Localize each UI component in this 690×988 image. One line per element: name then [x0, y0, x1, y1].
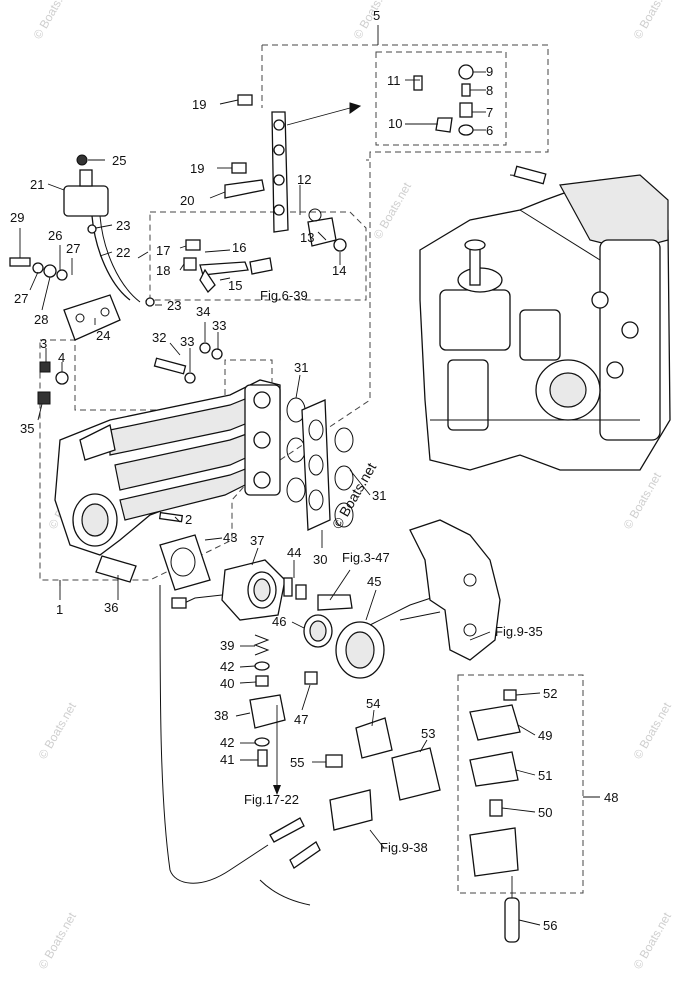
callout-53: 53 — [421, 726, 435, 741]
callout-23: 23 — [167, 298, 181, 313]
group-box-5-inner — [375, 51, 507, 146]
callout-22: 22 — [116, 245, 130, 260]
callout-41: 41 — [220, 752, 234, 767]
callout-33: 33 — [180, 334, 194, 349]
callout-37: 37 — [250, 533, 264, 548]
engine-block — [419, 165, 671, 471]
callout-20: 20 — [180, 193, 194, 208]
callout-32: 32 — [152, 330, 166, 345]
callout-31: 31 — [372, 488, 386, 503]
throttle-body — [95, 534, 441, 767]
callout-45: 45 — [367, 574, 381, 589]
figure-reference[interactable]: Fig.9-35 — [495, 624, 543, 639]
filter-assembly — [469, 689, 521, 943]
callout-51: 51 — [538, 768, 552, 783]
callout-23: 23 — [116, 218, 130, 233]
callout-42: 42 — [220, 659, 234, 674]
callout-46: 46 — [272, 614, 286, 629]
watermark-text: © Boats.net — [35, 699, 79, 761]
callout-50: 50 — [538, 805, 552, 820]
callout-38: 38 — [214, 708, 228, 723]
callout-labels: 5 19 19 20 25 21 23 22 23 29 26 27 27 28… — [10, 8, 618, 933]
callout-16: 16 — [232, 240, 246, 255]
callout-8: 8 — [486, 83, 493, 98]
callout-42: 42 — [220, 735, 234, 750]
callout-5: 5 — [373, 8, 380, 23]
callout-49: 49 — [538, 728, 552, 743]
group-box-1 — [39, 339, 273, 581]
callout-9: 9 — [486, 64, 493, 79]
sensor-assembly — [9, 154, 155, 341]
watermark-text: © Boats.net — [35, 909, 79, 971]
callout-14: 14 — [332, 263, 346, 278]
watermark-text: © Boats.net — [630, 699, 674, 761]
callout-31: 31 — [294, 360, 308, 375]
callout-21: 21 — [30, 177, 44, 192]
callout-34: 34 — [196, 304, 210, 319]
watermark-text: © Boats.net — [630, 909, 674, 971]
callout-26: 26 — [48, 228, 62, 243]
callout-29: 29 — [10, 210, 24, 225]
fasteners-left — [37, 342, 223, 523]
callout-24: 24 — [96, 328, 110, 343]
callout-48: 48 — [604, 790, 618, 805]
callout-19: 19 — [190, 161, 204, 176]
callout-13: 13 — [300, 230, 314, 245]
callout-19: 19 — [192, 97, 206, 112]
callout-7: 7 — [486, 105, 493, 120]
hoses-bottom — [159, 584, 373, 906]
figure-reference[interactable]: Fig.17-22 — [244, 792, 299, 807]
callout-52: 52 — [543, 686, 557, 701]
callout-11: 11 — [387, 73, 401, 88]
figure-reference[interactable]: Fig.9-38 — [380, 840, 428, 855]
callout-55: 55 — [290, 755, 304, 770]
callout-54: 54 — [366, 696, 380, 711]
leader-lines — [19, 25, 600, 926]
mount-bracket — [399, 519, 501, 661]
callout-27: 27 — [66, 241, 80, 256]
figure-reference[interactable]: Fig.6-39 — [260, 288, 308, 303]
callout-10: 10 — [388, 116, 402, 131]
bolt-19a — [237, 94, 253, 106]
callout-44: 44 — [287, 545, 301, 560]
callout-2: 2 — [185, 512, 192, 527]
figure-reference[interactable]: Fig.3-47 — [342, 550, 390, 565]
bracket-parts — [325, 717, 441, 801]
callout-3: 3 — [40, 336, 47, 351]
fuel-rail — [183, 64, 474, 294]
callout-43: 43 — [223, 530, 237, 545]
callout-36: 36 — [104, 600, 118, 615]
watermark-text: © Boats.net — [30, 0, 74, 41]
gaskets — [286, 397, 354, 531]
watermark-text: © Boats.net — [620, 469, 664, 531]
callout-47: 47 — [294, 712, 308, 727]
group-box-48 — [457, 674, 584, 894]
callout-25: 25 — [112, 153, 126, 168]
callout-40: 40 — [220, 676, 234, 691]
callout-12: 12 — [297, 172, 311, 187]
callout-28: 28 — [34, 312, 48, 327]
callout-17: 17 — [156, 243, 170, 258]
callout-35: 35 — [20, 421, 34, 436]
callout-27: 27 — [14, 291, 28, 306]
callout-6: 6 — [486, 123, 493, 138]
callout-39: 39 — [220, 638, 234, 653]
callout-18: 18 — [156, 263, 170, 278]
watermark-text: © Boats.net — [370, 179, 414, 241]
callout-15: 15 — [228, 278, 242, 293]
callout-33: 33 — [212, 318, 226, 333]
callout-4: 4 — [58, 350, 65, 365]
intake-manifold — [54, 379, 281, 556]
callout-1: 1 — [56, 602, 63, 617]
watermark-text: © Boats.net — [630, 0, 674, 41]
callout-56: 56 — [543, 918, 557, 933]
callout-30: 30 — [313, 552, 327, 567]
group-box-5 — [262, 44, 549, 161]
